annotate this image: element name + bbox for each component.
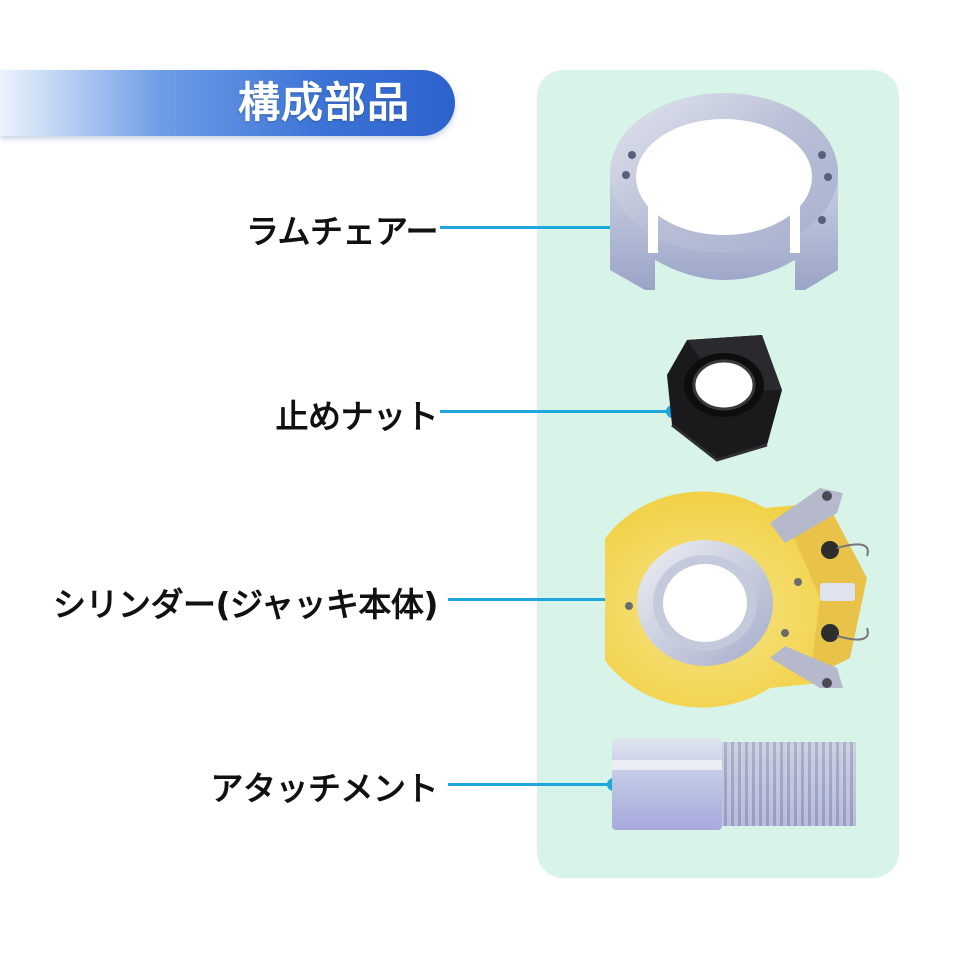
part-label-attachment: アタッチメント — [210, 769, 439, 808]
lock-nut-icon — [667, 335, 782, 462]
part-label-ram-chair: ラムチェアー — [245, 212, 439, 251]
title-banner: 構成部品 — [0, 70, 455, 136]
page-title: 構成部品 — [238, 78, 411, 127]
part-label-cylinder: シリンダー(ジャッキ本体) — [52, 585, 439, 624]
leader-line-lock-nut — [440, 410, 672, 413]
cylinder-jack-body-icon — [605, 488, 869, 708]
leader-line-attachment — [448, 783, 612, 786]
leader-line-cylinder — [448, 598, 612, 601]
part-label-lock-nut: 止めナット — [275, 397, 439, 436]
leader-line-ram-chair — [440, 226, 632, 229]
ram-chair-ring-icon — [610, 93, 838, 290]
threaded-attachment-icon — [612, 738, 856, 830]
